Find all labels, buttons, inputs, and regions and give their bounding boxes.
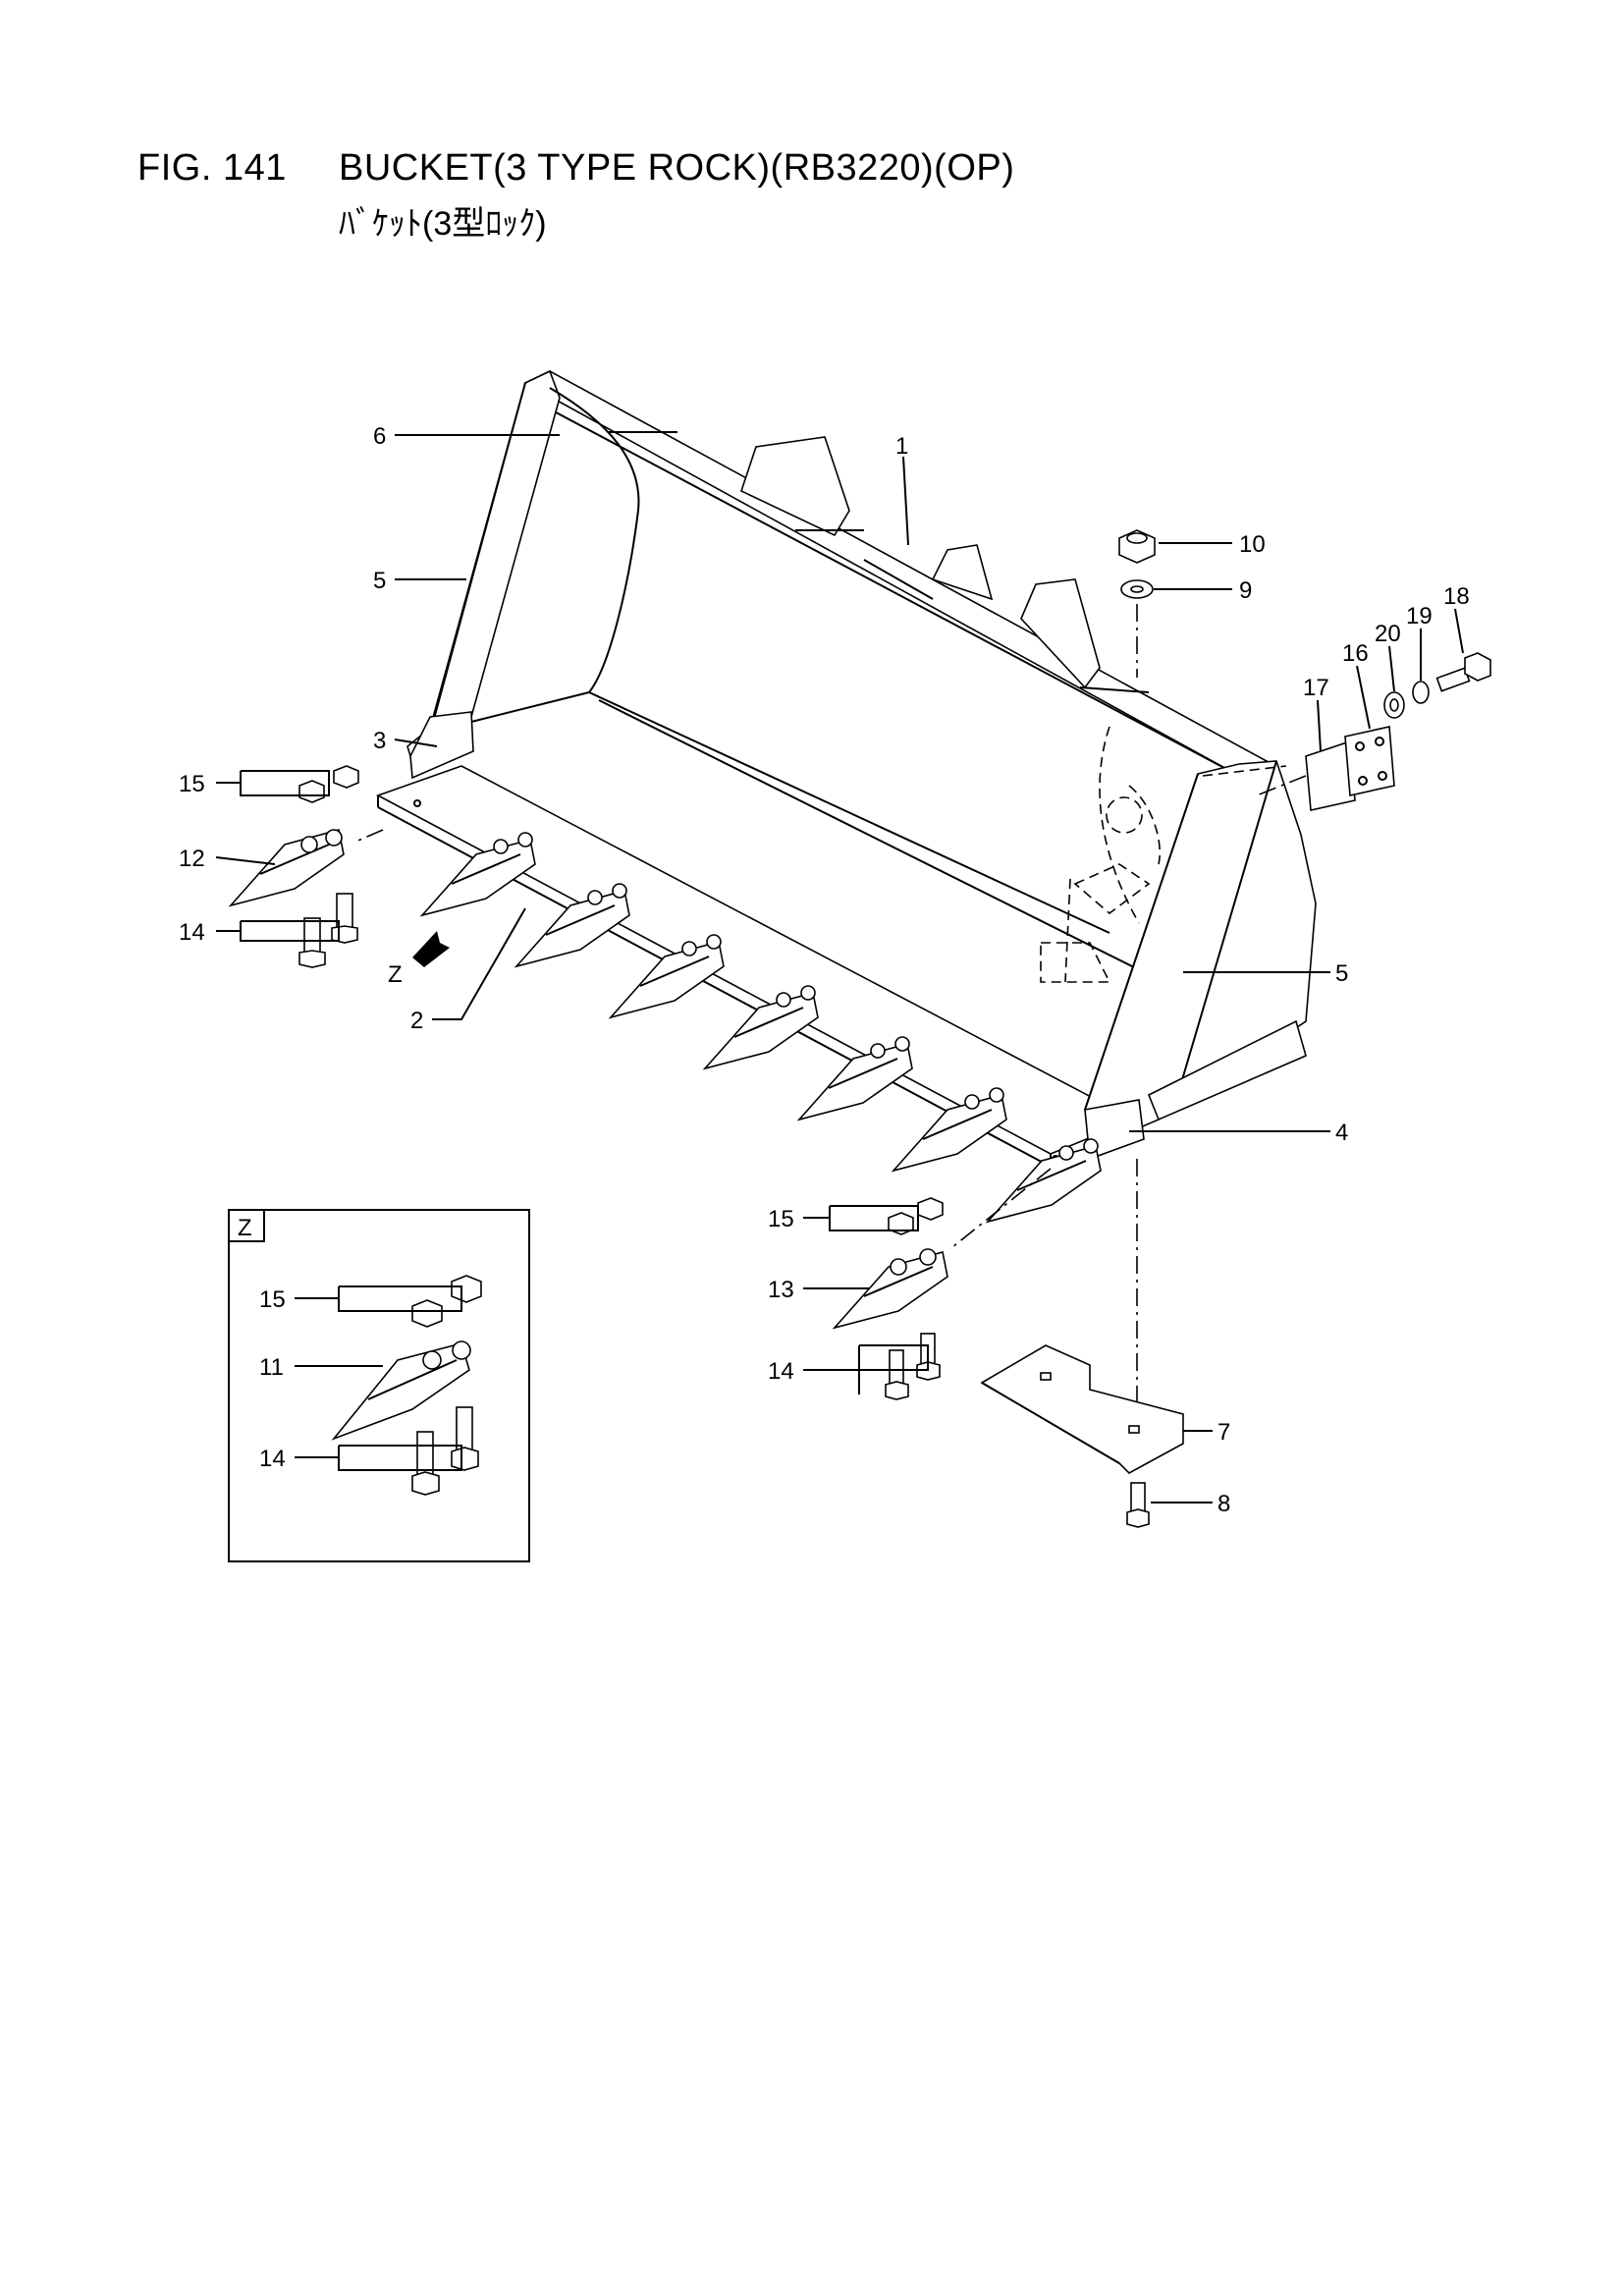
- callout-4: 4: [1335, 1120, 1348, 1146]
- callout-17: 17: [1303, 675, 1329, 701]
- bucket-tooth-ridge: [545, 904, 616, 936]
- callout-8: 8: [1217, 1491, 1230, 1517]
- callout-5-right: 5: [1335, 960, 1348, 987]
- callout-15-lower: 15: [768, 1206, 794, 1232]
- bucket-tooth-ridge: [639, 956, 710, 987]
- tooth-adapter-12: [228, 765, 384, 968]
- callout-3: 3: [373, 728, 386, 754]
- callout-14-detail: 14: [259, 1446, 286, 1472]
- tooth-nut: [493, 839, 509, 854]
- figure-subtitle-japanese: ﾊﾞｹｯﾄ(3型ﾛｯｸ): [339, 205, 547, 243]
- bucket-tooth: [608, 941, 725, 1019]
- bucket-tooth-ridge: [733, 1007, 804, 1038]
- tooth-nut: [587, 890, 603, 905]
- bucket-body: [376, 369, 1317, 1168]
- guard-hardware: [980, 529, 1184, 1528]
- side-plate-hardware: [1256, 652, 1491, 811]
- bucket-tooth: [796, 1043, 913, 1121]
- detail-view-z: Z 15 11 14: [228, 1209, 530, 1562]
- callout-14-upper: 14: [179, 919, 205, 946]
- tooth-adapter-13: [832, 1168, 1052, 1400]
- callout-12: 12: [179, 846, 205, 872]
- figure-title: BUCKET(3 TYPE ROCK)(RB3220)(OP): [339, 147, 1015, 189]
- callout-15-detail: 15: [259, 1286, 286, 1313]
- tooth-nut: [681, 941, 697, 957]
- bucket-tooth-ridge: [828, 1058, 898, 1089]
- tooth-nut: [776, 992, 791, 1008]
- tooth-nut: [1058, 1145, 1074, 1161]
- tooth-nut: [612, 883, 627, 899]
- tooth-nut: [870, 1043, 886, 1059]
- tooth-nut: [706, 934, 722, 950]
- bucket-tooth-ridge: [451, 853, 521, 885]
- tooth-nut: [964, 1094, 980, 1110]
- callout-2: 2: [410, 1008, 423, 1034]
- callout-20: 20: [1375, 621, 1401, 647]
- tooth-nut: [894, 1036, 910, 1052]
- callout-6: 6: [373, 423, 386, 450]
- figure-number: FIG. 141: [137, 147, 287, 189]
- tooth-nut: [1083, 1138, 1099, 1154]
- bucket-tooth-ridge: [1016, 1160, 1087, 1191]
- bucket-tooth: [891, 1094, 1007, 1173]
- callout-5-left: 5: [373, 568, 386, 594]
- bucket-tooth: [419, 839, 536, 917]
- tooth-nut: [517, 832, 533, 847]
- callout-18: 18: [1443, 583, 1470, 610]
- bucket-tooth: [514, 890, 630, 968]
- callout-14-lower: 14: [768, 1358, 794, 1385]
- bucket-tooth: [702, 992, 819, 1070]
- callout-19: 19: [1406, 603, 1433, 629]
- callout-7: 7: [1217, 1419, 1230, 1446]
- callout-1: 1: [895, 433, 908, 460]
- view-z-arrow: Z: [388, 931, 450, 988]
- callout-15-upper: 15: [179, 771, 205, 797]
- bucket-tooth-ridge: [922, 1109, 993, 1140]
- callout-11: 11: [259, 1354, 284, 1381]
- callout-13: 13: [768, 1277, 794, 1303]
- callout-16: 16: [1342, 640, 1369, 667]
- tooth-nut: [800, 985, 816, 1001]
- tooth-nut: [989, 1087, 1004, 1103]
- view-z-label: Z: [388, 961, 403, 988]
- bucket-teeth-row: [419, 832, 1102, 1224]
- bucket-tooth: [985, 1145, 1102, 1224]
- callout-9: 9: [1239, 577, 1252, 604]
- callout-10: 10: [1239, 531, 1266, 558]
- detail-box-label: Z: [238, 1215, 252, 1241]
- callouts: 1 6 5 3 15 12 14 2 10 9 18 19: [179, 423, 1470, 1517]
